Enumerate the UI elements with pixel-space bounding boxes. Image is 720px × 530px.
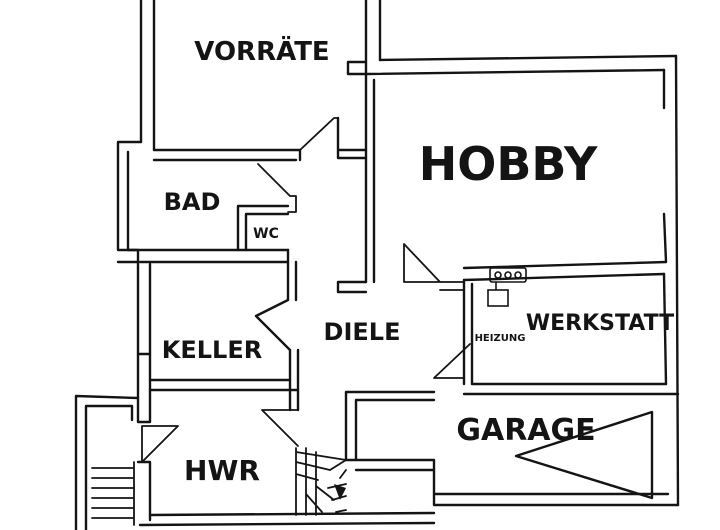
wall-wc <box>236 204 290 252</box>
room-label-diele: DIELE <box>324 318 401 346</box>
garage-car-symbol <box>514 410 654 500</box>
door-swing-hwr <box>141 425 179 463</box>
wall-keller-right <box>254 248 300 412</box>
room-label-wc: WC <box>253 226 279 242</box>
wall-vorraete-right <box>364 0 382 76</box>
wall-keller-bottom <box>148 378 300 392</box>
wall-keller-left <box>136 262 152 356</box>
room-label-garage: GARAGE <box>456 413 595 448</box>
walls <box>74 0 680 530</box>
wall-vorraete-bottom <box>152 148 302 162</box>
room-label-heizung: HEIZUNG <box>475 333 526 344</box>
heating-unit <box>487 267 527 307</box>
door-swing-bad <box>257 163 297 213</box>
stairs-center <box>295 447 347 516</box>
wall-werkstatt-left <box>462 278 474 386</box>
door-swing-hwr-right <box>261 409 299 447</box>
room-label-hobby: HOBBY <box>419 137 598 191</box>
room-label-hwr: HWR <box>184 454 260 487</box>
wall-bottom-outer <box>344 458 680 507</box>
wall-garage-top-left <box>344 390 436 462</box>
wall-hobby-bottom <box>336 280 368 294</box>
door-swing-diele <box>433 343 471 379</box>
wall-hobby-spur <box>346 60 368 76</box>
wall-werkstatt-right <box>662 272 668 386</box>
wall-corridor-top <box>336 116 368 160</box>
wall-vorraete-left <box>139 0 156 152</box>
room-label-vorraete: VORRÄTE <box>194 35 329 67</box>
wall-hobby-bottom-right <box>462 260 668 282</box>
wall-right-outer <box>662 54 680 507</box>
room-label-keller: KELLER <box>162 336 262 364</box>
wall-bottom-left <box>138 511 436 527</box>
wall-hobby-left <box>364 72 376 284</box>
wall-hwr-door <box>136 460 152 522</box>
stairs-left <box>91 461 135 526</box>
door-swing-werkstatt <box>403 243 465 291</box>
wall-garage-top <box>462 382 680 396</box>
room-labels: VORRÄTE HOBBY BAD WC DIELE HEIZUNG WERKS… <box>162 35 674 487</box>
stair-arrow-icon <box>334 484 346 500</box>
room-label-werkstatt: WERKSTATT <box>526 311 674 336</box>
wall-bad-bottom <box>126 248 290 264</box>
room-label-bad: BAD <box>164 188 221 216</box>
wall-top-right <box>364 54 678 76</box>
wall-stair-left <box>74 394 140 530</box>
door-swing-top <box>299 117 339 151</box>
wall-hwr-left <box>136 352 152 424</box>
